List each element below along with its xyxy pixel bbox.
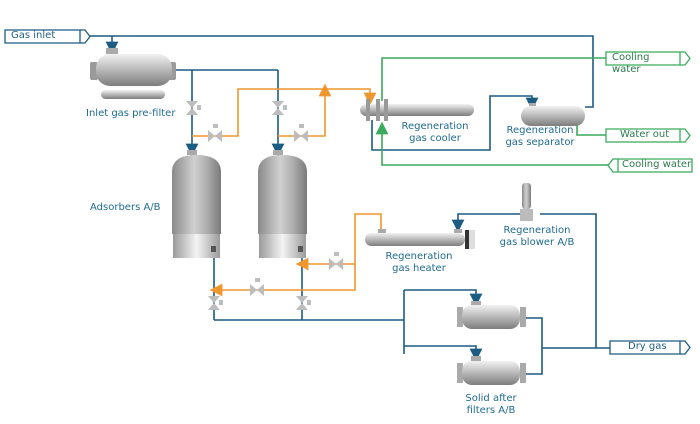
dry-gas-tag	[609, 340, 691, 355]
gas-inlet-header	[90, 35, 594, 108]
separator-label-line2: gas separator	[505, 137, 575, 148]
valve-icon	[294, 124, 308, 142]
water-out-tag	[605, 128, 691, 143]
after-filter-b-in	[404, 345, 483, 362]
heater-to-a	[209, 264, 356, 297]
gas-inlet-label: Gas inlet	[11, 30, 56, 41]
cooling-water-out-label: Cooling water	[612, 52, 650, 75]
cooler-label-line1: Regeneration	[401, 121, 469, 132]
adsorber-b	[258, 150, 307, 258]
gas-inlet-tag	[4, 29, 91, 44]
valve-icon	[208, 296, 223, 310]
cooling-water-in-label: Cooling water	[622, 159, 692, 170]
cw-in-line	[375, 121, 612, 166]
separator-label-line1: Regeneration	[506, 125, 574, 136]
after-filters-label-line2: filters A/B	[466, 405, 516, 416]
regeneration-gas-separator	[521, 103, 585, 126]
regeneration-gas-blower	[520, 183, 533, 221]
solid-after-filter-a	[457, 301, 526, 329]
cooler-to-separator	[371, 95, 539, 151]
blower-return	[540, 213, 597, 348]
regen-out-a	[192, 88, 377, 137]
valve-icon	[329, 252, 343, 270]
after-filter-b-out	[526, 348, 543, 375]
cooler-label-line2: gas cooler	[409, 133, 461, 144]
blower-label-line2: gas blower A/B	[499, 237, 575, 248]
regen-out-b	[278, 83, 332, 137]
valve-icon	[186, 101, 201, 115]
regeneration-gas-heater	[365, 229, 475, 249]
blower-label-line1: Regeneration	[503, 225, 571, 236]
solid-after-filter-b	[457, 356, 526, 385]
adsorbers-label: Adsorbers A/B	[90, 202, 161, 213]
valve-icon	[208, 124, 222, 142]
cooling-water-in-tag	[607, 158, 693, 173]
regeneration-gas-cooler	[360, 99, 474, 121]
valve-icon	[250, 278, 264, 296]
dry-gas-label: Dry gas	[628, 341, 667, 352]
after-filters-label-line1: Solid after	[465, 393, 517, 404]
after-filter-a-out	[526, 317, 543, 348]
heater-label-line2: gas heater	[392, 263, 446, 274]
valve-icon	[272, 101, 287, 115]
process-gas-lines	[90, 35, 610, 375]
blower-to-heater	[451, 213, 520, 233]
adsorber-a	[172, 150, 221, 258]
inlet-filter-label: Inlet gas pre-filter	[86, 108, 176, 119]
inlet-gas-pre-filter	[90, 48, 176, 99]
after-filter-a-in	[404, 289, 483, 307]
water-out-label: Water out	[620, 129, 670, 140]
valves	[186, 101, 343, 310]
cw-out-line	[381, 57, 606, 101]
heater-label-line1: Regeneration	[385, 251, 453, 262]
cooling-water-out-tag	[605, 51, 691, 66]
valve-icon	[296, 296, 311, 310]
